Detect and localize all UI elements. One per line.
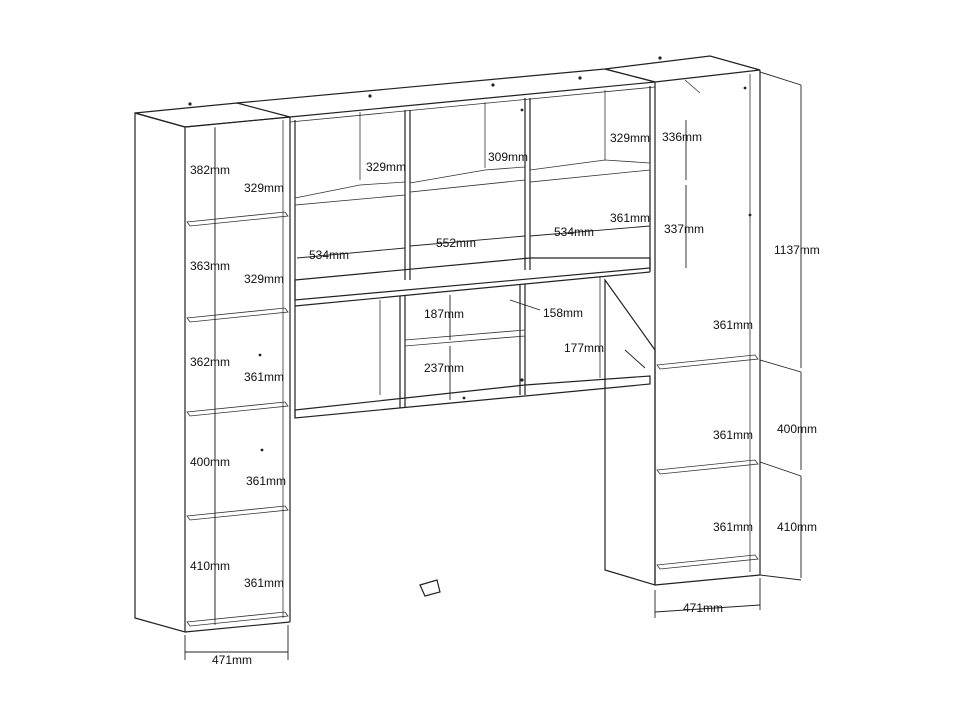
hardware-part [419,579,441,597]
right-upper-height-label: 336mm [662,130,702,144]
left-height-label: 362mm [190,355,230,369]
left-height-label: 410mm [190,559,230,573]
right-height-label: 410mm [777,520,817,534]
right-depth-label: 361mm [713,428,753,442]
bridge-width-label: 552mm [436,236,476,250]
dimension-lines [184,71,802,660]
bridge-depth-label: 329mm [610,131,650,145]
bridge-width-label: 534mm [554,225,594,239]
right-total-height-label: 1137mm [774,243,820,257]
left-depth-label: 329mm [244,272,284,286]
left-depth-label: 329mm [244,181,284,195]
lower-height-label: 237mm [424,361,464,375]
bridge-depth-label: 309mm [488,150,528,164]
dimension-labels: 382mm 363mm 362mm 400mm 410mm 329mm 329m… [190,130,820,667]
lower-height-label: 187mm [424,307,464,321]
bridge-width-label: 534mm [309,248,349,262]
right-tower [604,55,761,586]
left-depth-label: 361mm [246,474,286,488]
bridge-depth-label: 361mm [610,211,650,225]
lower-depth-label: 158mm [543,306,583,320]
right-width-label: 471mm [683,601,723,615]
right-depth-label: 361mm [713,520,753,534]
bridge-unit [236,56,662,419]
right-upper-height-label: 337mm [664,222,704,236]
bridge-depth-label: 329mm [366,160,406,174]
left-depth-label: 361mm [244,370,284,384]
left-height-label: 400mm [190,455,230,469]
left-height-label: 382mm [190,163,230,177]
right-depth-label: 361mm [713,318,753,332]
right-height-label: 400mm [777,422,817,436]
left-depth-label: 361mm [244,576,284,590]
left-height-label: 363mm [190,259,230,273]
left-width-label: 471mm [212,653,252,667]
lower-depth-label: 177mm [564,341,604,355]
